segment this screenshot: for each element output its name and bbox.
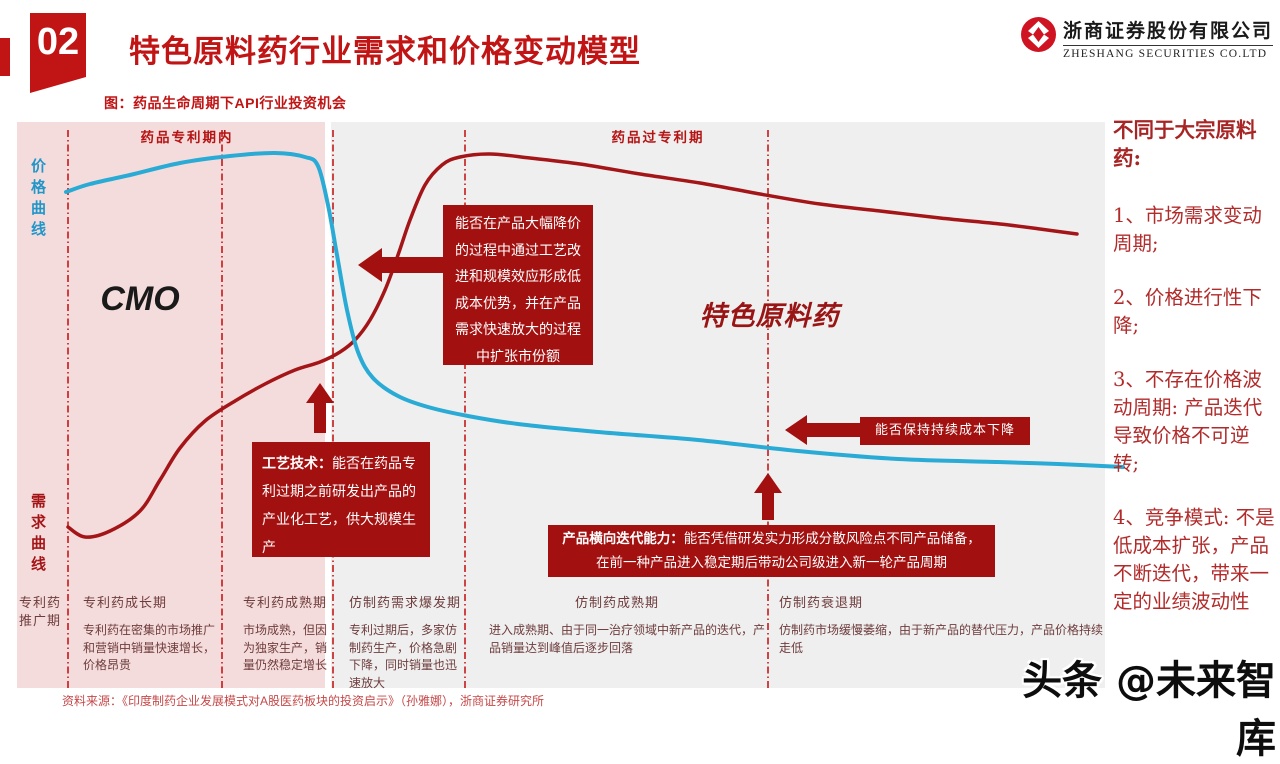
curves-and-arrows-layer [64, 130, 1125, 688]
sidebar-note-4: 4、竞争模式: 不是低成本扩张，产品不断迭代，带来一定的业绩波动性 [1113, 506, 1275, 613]
logo-icon [1020, 16, 1057, 58]
handwritten-notes-sidebar: 不同于大宗原料药: 1、市场需求变动周期; 2、价格进行性下降; 3、不存在价格… [1113, 116, 1275, 642]
process-tech-body: 能否在药品专利过期之前研发出产品的产业化工艺，供大规模生产 [262, 456, 416, 556]
process-tech-annotation-box: 工艺技术：能否在药品专利过期之前研发出产品的产业化工艺，供大规模生产 [252, 442, 430, 557]
phase-generic-maturity: 仿制药成熟期 进入成熟期、由于同一治疗领域中新产品的迭代，产品销量达到峰值后逐步… [467, 595, 767, 657]
phase-title: 仿制药需求爆发期 [349, 596, 462, 611]
lifecycle-diagram: 药品专利期内 药品过专利期 价格曲线 需求曲线 CMO 特色原料药 能否在产品大… [17, 122, 1125, 690]
phase-title: 仿制药成熟期 [574, 596, 659, 611]
source-note: 资料来源：《印度制药企业发展模式对A股医药板块的投资启示》（孙雅娜），浙商证券研… [62, 694, 545, 708]
company-logo: 浙商证券股份有限公司 ZHESHANG SECURITIES CO.LTD [1020, 16, 1274, 60]
phase-generic-demand-boom: 仿制药需求爆发期 专利过期后，多家仿制药生产，价格急剧下降，同时销量也迅速放大 [349, 595, 461, 692]
figure-caption: 图：药品生命周期下API行业投资机会 [104, 95, 347, 111]
left-accent-tab [0, 38, 10, 76]
off-patent-period-label: 药品过专利期 [611, 130, 705, 146]
up-arrow-iteration [754, 473, 782, 520]
phase-description: 进入成熟期、由于同一治疗领域中新产品的迭代，产品销量达到峰值后逐步回落 [489, 623, 766, 655]
report-slide: 02 特色原料药行业需求和价格变动模型 浙商证券股份有限公司 ZHESHANG … [0, 13, 1276, 762]
up-arrow-process [306, 383, 334, 433]
page-title: 特色原料药行业需求和价格变动模型 [129, 34, 641, 69]
demand-curve-axis-label: 需求曲线 [29, 493, 47, 577]
cmo-region-background [17, 122, 325, 688]
section-number-badge: 02 [30, 13, 86, 93]
phase-title: 专利药成长期 [83, 596, 168, 611]
api-region-label: 特色原料药 [699, 301, 840, 331]
phase-title: 仿制药衰退期 [779, 596, 864, 611]
cost-decline-annotation-box: 能否保持持续成本下降 [860, 417, 1030, 445]
phase-patent-growth: 专利药成长期 专利药在密集的市场推广和营销中销量快速增长，价格昂贵 [83, 595, 225, 675]
curve-paths [64, 150, 1125, 539]
logo-text: 浙商证券股份有限公司 ZHESHANG SECURITIES CO.LTD [1063, 16, 1274, 60]
logo-divider [1063, 45, 1274, 46]
process-tech-label: 工艺技术： [262, 455, 332, 471]
sidebar-title: 不同于大宗原料药: [1113, 118, 1257, 170]
price-drop-annotation-box: 能否在产品大幅降价的过程中通过工艺改进和规模效应形成低成本优势，并在产品需求快速… [443, 205, 593, 365]
phase-patent-launch: 专利药推广期 [19, 595, 67, 631]
phase-description: 专利药在密集的市场推广和营销中销量快速增长，价格昂贵 [83, 623, 216, 672]
product-iteration-body: 能否凭借研发实力形成分散风险点不同产品储备，在前一种产品进入稳定期后带动公司级进… [596, 531, 981, 571]
left-arrow-to-cost-curve [785, 415, 860, 445]
price-curve-axis-label: 价格曲线 [29, 158, 47, 242]
sidebar-note-1: 1、市场需求变动周期; [1113, 204, 1262, 255]
phase-description: 专利过期后，多家仿制药生产，价格急剧下降，同时销量也迅速放大 [349, 623, 458, 690]
phase-generic-decline: 仿制药衰退期 仿制药市场缓慢萎缩，由于新产品的替代压力，产品价格持续走低 [779, 595, 1103, 657]
demand-curve [66, 152, 1079, 539]
sidebar-note-2: 2、价格进行性下降; [1113, 286, 1262, 337]
logo-name-en: ZHESHANG SECURITIES CO.LTD [1063, 48, 1268, 60]
phase-description: 仿制药市场缓慢萎缩，由于新产品的替代压力，产品价格持续走低 [779, 623, 1104, 655]
cmo-region-label: CMO [100, 280, 180, 318]
watermark: 头条 @未来智库 [1022, 658, 1276, 762]
phase-patent-maturity: 专利药成熟期 市场成熟，但因为独家生产，销量仍然稳定增长 [243, 595, 335, 675]
product-iteration-label: 产品横向迭代能力： [562, 531, 684, 546]
patent-period-label: 药品专利期内 [140, 130, 234, 146]
left-arrow-to-price-drop [358, 248, 443, 282]
sidebar-note-3: 3、不存在价格波动周期: 产品迭代导致价格不可逆转; [1113, 368, 1263, 475]
logo-name-cn: 浙商证券股份有限公司 [1063, 21, 1274, 42]
phase-title: 专利药成熟期 [243, 596, 328, 611]
price-curve [64, 150, 1125, 469]
phase-title: 专利药推广期 [19, 596, 62, 629]
phase-description: 市场成熟，但因为独家生产，销量仍然稳定增长 [243, 623, 328, 672]
product-iteration-annotation-box: 产品横向迭代能力：能否凭借研发实力形成分散风险点不同产品储备，在前一种产品进入稳… [548, 525, 995, 577]
